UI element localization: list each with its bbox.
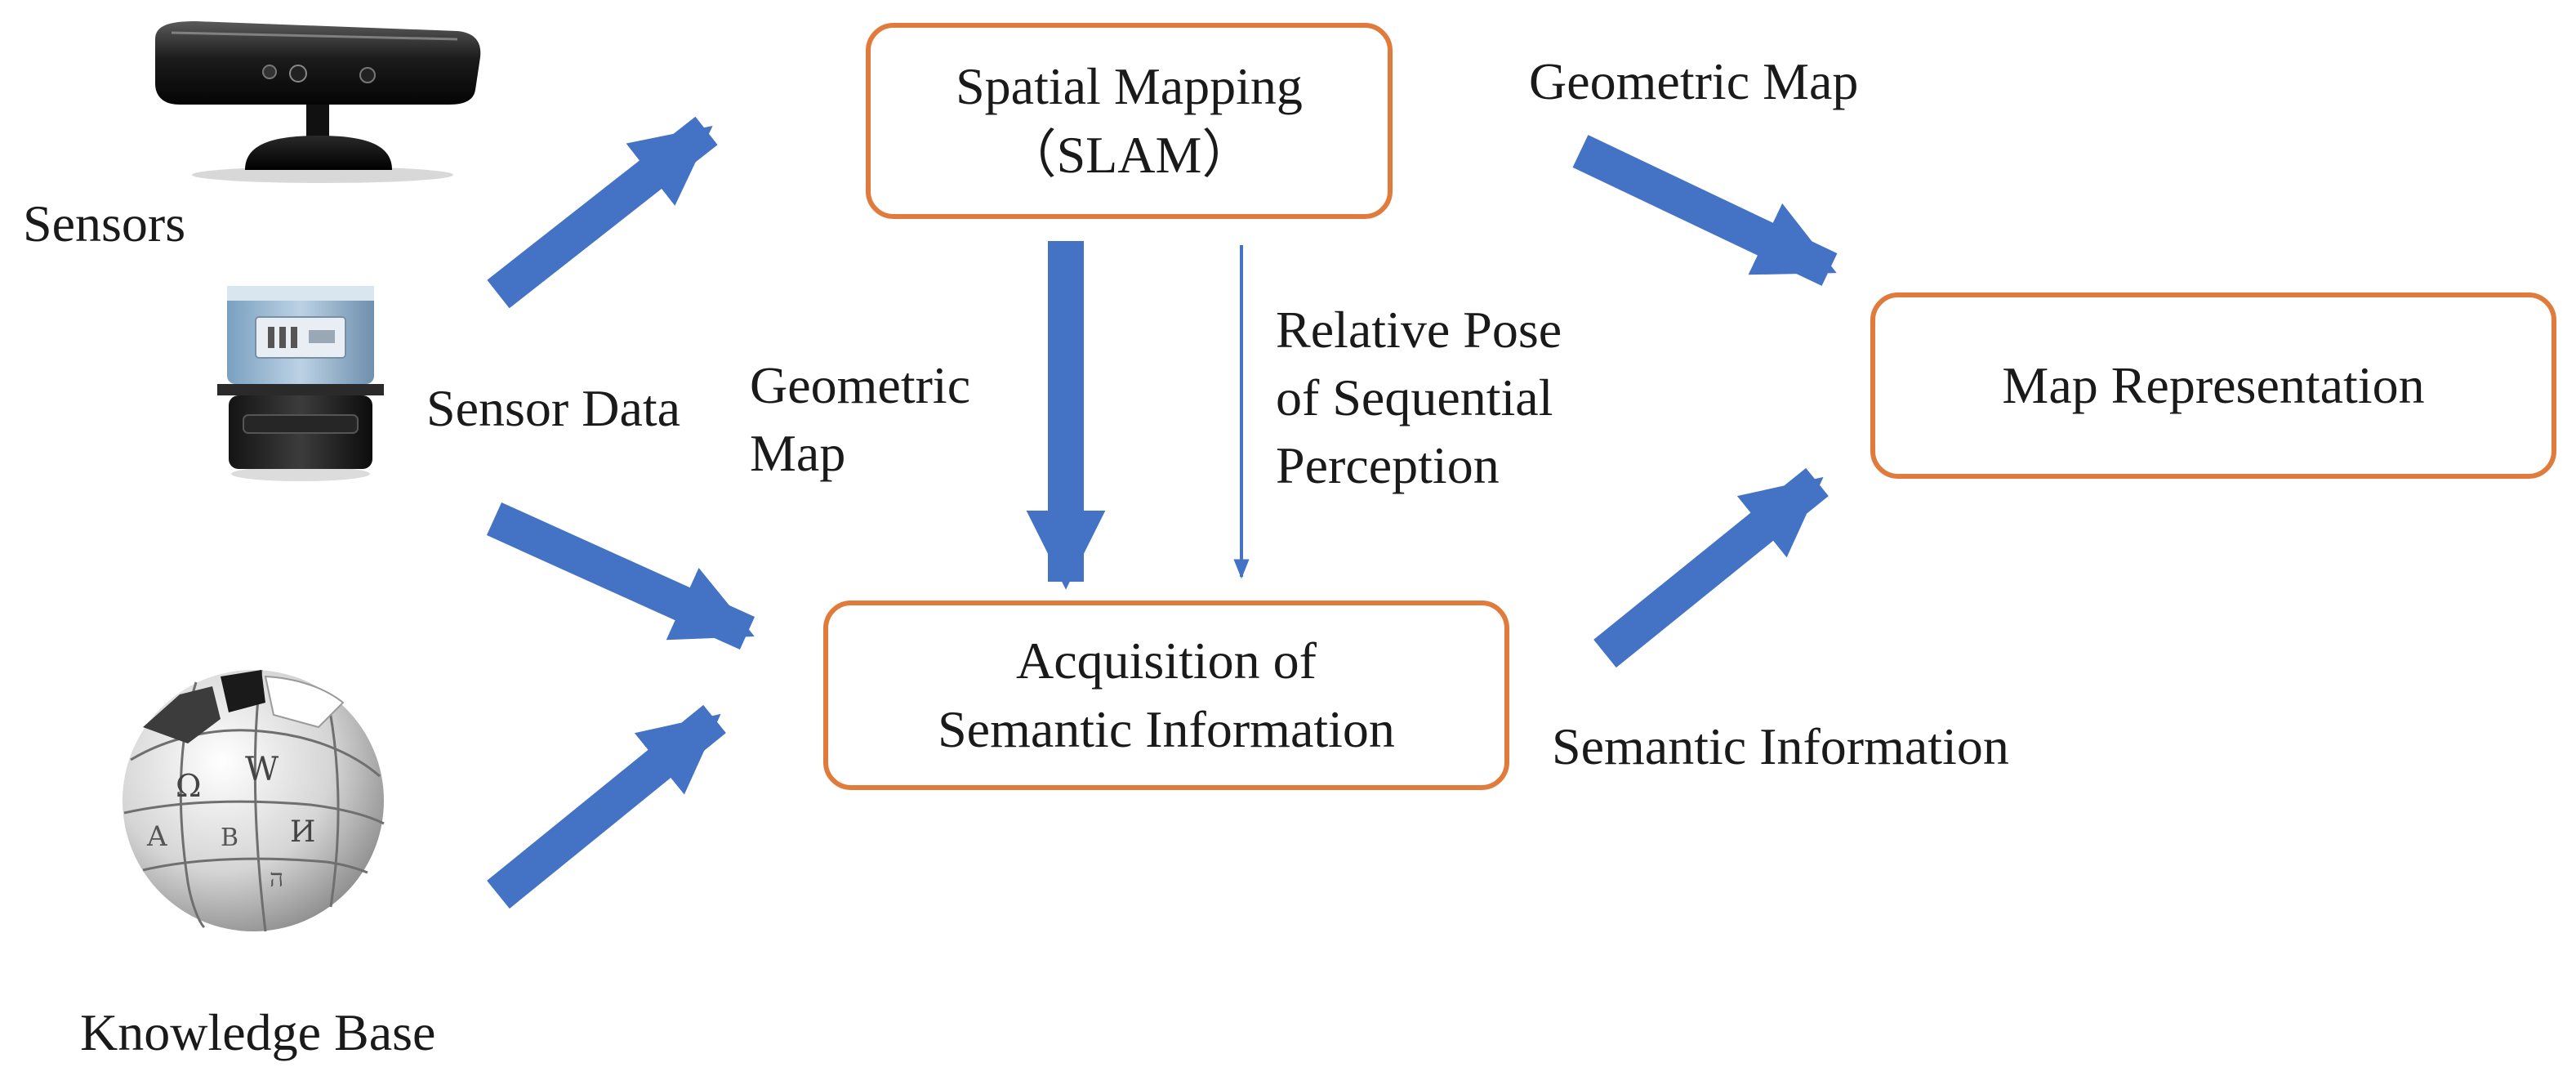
acquisition-line-1: Acquisition of [1016,631,1317,690]
map-representation-label: Map Representation [2002,355,2425,414]
knowledge-base-label: Knowledge Base [80,1003,436,1061]
wikipedia-globe-icon: Ω W A И В ה [123,669,385,932]
relative-pose-line-1: Relative Pose [1276,301,1562,359]
geometric-map-mid-line-1: Geometric [750,356,971,414]
globe-glyph-w: W [245,751,279,788]
spatial-mapping-line-2: （SLAM） [1004,126,1255,184]
acquisition-line-2: Semantic Information [938,700,1395,758]
sensor-data-label: Sensor Data [426,379,681,437]
semantic-information-label: Semantic Information [1552,717,2009,775]
arrow-knowledge-to-acquisition [487,704,726,909]
sensors-label: Sensors [23,194,186,252]
arrow-sensors-to-slam [487,116,718,309]
depth-camera-icon [155,21,481,183]
globe-glyph-a: A [146,820,167,853]
spatial-mapping-line-1: Spatial Mapping [956,56,1303,115]
globe-glyph-i: И [290,815,315,849]
relative-pose-line-2: of Sequential [1276,368,1553,427]
globe-glyph-omega: Ω [176,768,202,804]
globe-glyph-v: В [221,824,238,852]
relative-pose-label: Relative Pose of Sequential Perception [1276,296,1562,500]
map-representation-node: Map Representation [1870,292,2556,479]
globe-glyph-ha: ה [270,864,283,893]
arrow-acquisition-to-map [1593,467,1829,668]
spatial-mapping-node: Spatial Mapping （SLAM） [866,23,1393,219]
arrow-slam-to-map [1572,135,1838,286]
relative-pose-line-3: Perception [1276,436,1500,495]
laser-scanner-icon [217,286,384,481]
geometric-map-top-label: Geometric Map [1529,52,1859,110]
geometric-map-mid-line-2: Map [750,424,846,483]
arrow-sensors-to-acquisition [486,502,755,650]
geometric-map-mid-label: Geometric Map [750,351,970,487]
acquisition-node: Acquisition of Semantic Information [823,601,1509,790]
